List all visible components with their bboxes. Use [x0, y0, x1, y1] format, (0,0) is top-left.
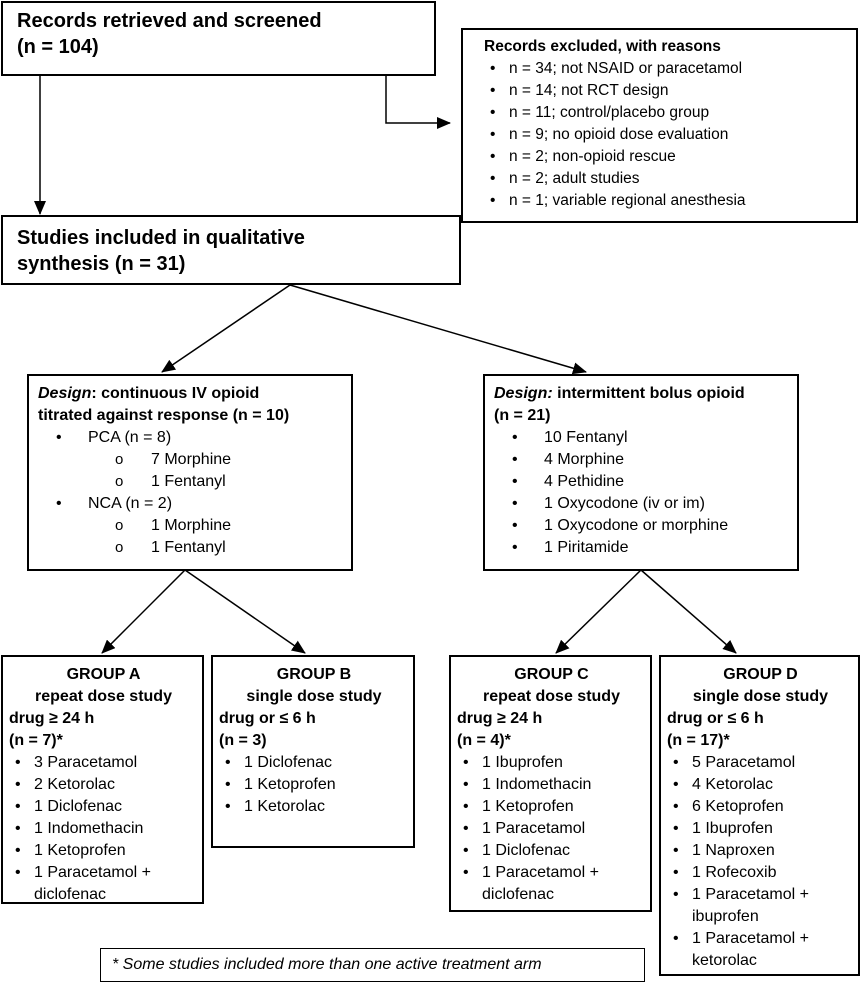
- group-c-title: GROUP C: [514, 666, 589, 683]
- records-screened-box: Records retrieved and screened (n = 104): [1, 1, 436, 76]
- group-b-count: (n = 3): [219, 732, 267, 749]
- group-a-box: GROUP A repeat dose study drug ≥ 24 h (n…: [1, 655, 204, 904]
- exclusion-reason: n = 2; non-opioid rescue: [484, 146, 856, 168]
- group-c-drug-list: 1 Ibuprofen 1 Indomethacin 1 Ketoprofen …: [457, 752, 646, 906]
- group-b-line3: drug or ≤ 6 h: [219, 710, 316, 727]
- opioid-item: 1 Oxycodone or morphine: [494, 515, 797, 537]
- opioid-item: 1 Piritamide: [494, 537, 797, 559]
- drug-item: 1 Ketorolac: [219, 796, 409, 818]
- design-continuous-heading: Design: continuous IV opioid: [38, 383, 351, 405]
- exclusion-reasons-list: n = 34; not NSAID or paracetamol n = 14;…: [484, 58, 856, 212]
- group-d-line3: drug or ≤ 6 h: [667, 710, 764, 727]
- arrow-intermittent-to-group-d: [640, 569, 737, 654]
- group-d-count: (n = 17)*: [667, 732, 730, 749]
- group-d-box: GROUP D single dose study drug or ≤ 6 h …: [659, 655, 860, 976]
- group-c-line3: drug ≥ 24 h: [457, 710, 543, 727]
- design-continuous-heading-line1: : continuous IV opioid: [91, 385, 260, 402]
- pca-subitem: 1 Fentanyl: [38, 471, 351, 493]
- records-excluded-box: Records excluded, with reasons n = 34; n…: [461, 28, 858, 223]
- group-d-line2: single dose study: [692, 688, 829, 705]
- drug-item: 4 Ketorolac: [667, 774, 854, 796]
- nca-subitem: 1 Morphine: [38, 515, 351, 537]
- group-a-line3: drug ≥ 24 h: [9, 710, 95, 727]
- arrow-included-to-intermittent: [289, 284, 587, 375]
- group-a-count: (n = 7)*: [9, 732, 63, 749]
- drug-item: 1 Paracetamol: [457, 818, 646, 840]
- nca-subitem: 1 Fentanyl: [38, 537, 351, 559]
- footnote-text: * Some studies included more than one ac…: [112, 956, 542, 973]
- pca-item: PCA (n = 8): [38, 427, 351, 449]
- drug-item: 1 Rofecoxib: [667, 862, 854, 884]
- drug-item: 1 Paracetamol + diclofenac: [457, 862, 646, 906]
- design-intermittent-heading-line1: intermittent bolus opioid: [552, 385, 745, 402]
- studies-included-line2: synthesis (n = 31): [17, 253, 186, 275]
- drug-item: 1 Ketoprofen: [457, 796, 646, 818]
- group-a-drug-list: 3 Paracetamol 2 Ketorolac 1 Diclofenac 1…: [9, 752, 198, 906]
- design-intermittent-heading-line2: (n = 21): [494, 407, 551, 424]
- footnote-box: * Some studies included more than one ac…: [100, 948, 645, 982]
- arrow-included-to-continuous: [161, 284, 291, 373]
- arrow-screened-to-excluded: [385, 76, 451, 129]
- design-continuous-heading-line2: titrated against response (n = 10): [38, 407, 290, 424]
- exclusion-reason: n = 1; variable regional anesthesia: [484, 190, 856, 212]
- drug-item: 1 Indomethacin: [9, 818, 198, 840]
- drug-item: 3 Paracetamol: [9, 752, 198, 774]
- drug-item: 1 Diclofenac: [219, 752, 409, 774]
- opioid-item: 4 Pethidine: [494, 471, 797, 493]
- drug-item: 1 Indomethacin: [457, 774, 646, 796]
- arrow-continuous-to-group-a: [101, 569, 186, 654]
- drug-item: 1 Ibuprofen: [457, 752, 646, 774]
- design-continuous-box: Design: continuous IV opioid titrated ag…: [27, 374, 353, 571]
- opioid-item: 1 Oxycodone (iv or im): [494, 493, 797, 515]
- drug-item: 1 Diclofenac: [9, 796, 198, 818]
- group-c-line2: repeat dose study: [483, 688, 620, 705]
- exclusion-reason: n = 2; adult studies: [484, 168, 856, 190]
- group-a-title: GROUP A: [66, 666, 141, 683]
- group-d-drug-list: 5 Paracetamol 4 Ketorolac 6 Ketoprofen 1…: [667, 752, 854, 972]
- opioid-item: 10 Fentanyl: [494, 427, 797, 449]
- group-b-title: GROUP B: [276, 666, 352, 683]
- studies-included-line1: Studies included in qualitative: [17, 227, 305, 249]
- design-label: Design: [38, 385, 92, 402]
- exclusion-reason: n = 11; control/placebo group: [484, 102, 856, 124]
- records-screened-title: Records retrieved and screened: [17, 10, 322, 32]
- drug-item: 1 Ketoprofen: [9, 840, 198, 862]
- intermittent-opioid-list: 10 Fentanyl 4 Morphine 4 Pethidine 1 Oxy…: [494, 427, 797, 559]
- group-b-box: GROUP B single dose study drug or ≤ 6 h …: [211, 655, 415, 848]
- nca-item: NCA (n = 2): [38, 493, 351, 515]
- exclusion-reason: n = 34; not NSAID or paracetamol: [484, 58, 856, 80]
- drug-item: 1 Diclofenac: [457, 840, 646, 862]
- exclusion-reason: n = 9; no opioid dose evaluation: [484, 124, 856, 146]
- group-c-count: (n = 4)*: [457, 732, 511, 749]
- drug-item: 5 Paracetamol: [667, 752, 854, 774]
- drug-item: 1 Ketoprofen: [219, 774, 409, 796]
- group-b-line2: single dose study: [246, 688, 382, 705]
- records-excluded-title: Records excluded, with reasons: [484, 38, 721, 55]
- group-b-drug-list: 1 Diclofenac 1 Ketoprofen 1 Ketorolac: [219, 752, 409, 818]
- pca-subitem: 7 Morphine: [38, 449, 351, 471]
- drug-item: 1 Paracetamol + ketorolac: [667, 928, 854, 972]
- opioid-item: 4 Morphine: [494, 449, 797, 471]
- design-label: Design:: [494, 385, 553, 402]
- design-intermittent-heading: Design: intermittent bolus opioid: [494, 383, 797, 405]
- arrow-continuous-to-group-b: [184, 569, 306, 654]
- drug-item: 1 Naproxen: [667, 840, 854, 862]
- drug-item: 6 Ketoprofen: [667, 796, 854, 818]
- records-screened-count: (n = 104): [17, 36, 99, 58]
- group-c-box: GROUP C repeat dose study drug ≥ 24 h (n…: [449, 655, 652, 912]
- drug-item: 1 Paracetamol + ibuprofen: [667, 884, 854, 928]
- arrow-intermittent-to-group-c: [555, 569, 642, 654]
- drug-item: 2 Ketorolac: [9, 774, 198, 796]
- drug-item: 1 Paracetamol + diclofenac: [9, 862, 198, 906]
- design-intermittent-box: Design: intermittent bolus opioid (n = 2…: [483, 374, 799, 571]
- continuous-opioid-list: PCA (n = 8) 7 Morphine 1 Fentanyl NCA (n…: [38, 427, 351, 559]
- group-a-line2: repeat dose study: [35, 688, 172, 705]
- exclusion-reason: n = 14; not RCT design: [484, 80, 856, 102]
- studies-included-box: Studies included in qualitative synthesi…: [1, 215, 461, 285]
- group-d-title: GROUP D: [723, 666, 798, 683]
- drug-item: 1 Ibuprofen: [667, 818, 854, 840]
